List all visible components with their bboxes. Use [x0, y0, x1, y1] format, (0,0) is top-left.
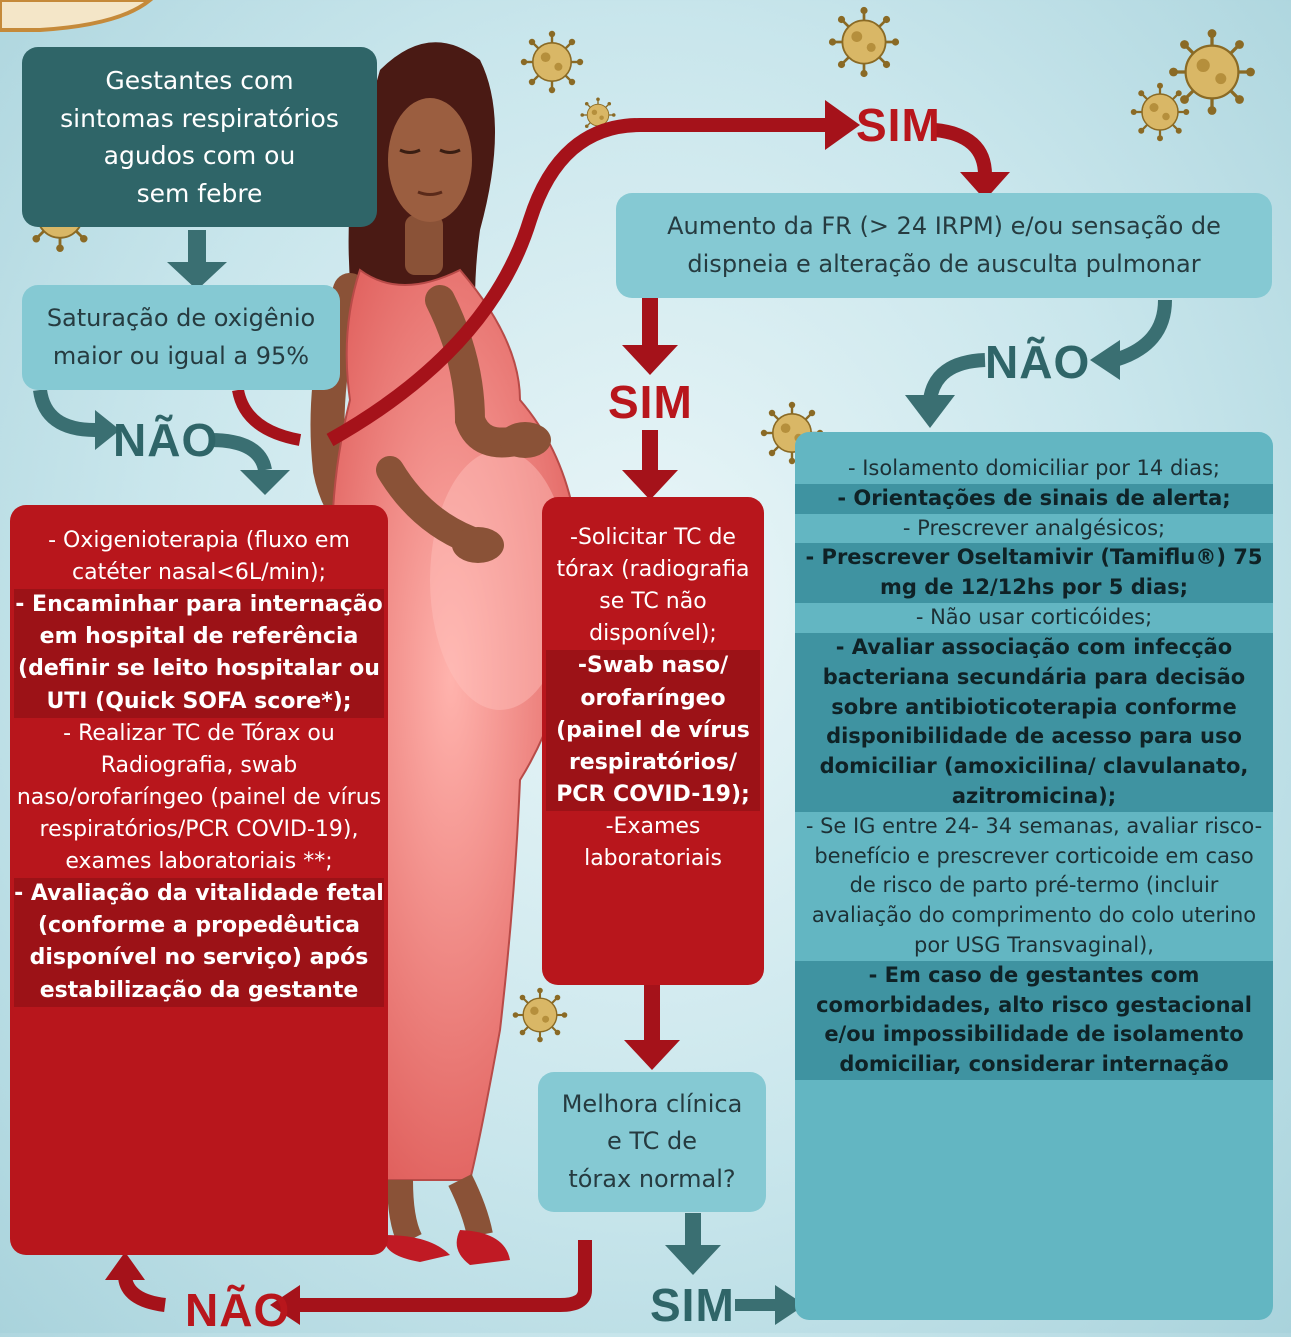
improvement-line: e TC de — [607, 1123, 697, 1160]
virus-icon — [513, 988, 568, 1043]
exams-item: -Solicitar TC de tórax (radiografia se T… — [546, 522, 760, 650]
saturation-box: Saturação de oxigênio maior ou igual a 9… — [22, 285, 340, 390]
corner-badge — [0, 0, 150, 30]
label-nao-right: NÃO — [985, 335, 1090, 389]
improvement-line: Melhora clínica — [562, 1086, 743, 1123]
home-care-item: - Em caso de gestantes com comorbidades,… — [795, 961, 1273, 1080]
home-care-box: - Isolamento domiciliar por 14 dias;- Or… — [795, 432, 1273, 1320]
label-nao-bottom: NÃO — [185, 1283, 290, 1337]
virus-icon — [1131, 83, 1190, 142]
hospital-item: - Realizar TC de Tórax ou Radiografia, s… — [14, 718, 384, 879]
home-care-item: - Prescrever analgésicos; — [795, 514, 1273, 544]
virus-icon — [521, 31, 583, 93]
improvement-line: tórax normal? — [568, 1161, 735, 1198]
label-sim-middle: SIM — [608, 375, 693, 429]
virus-icon — [1169, 29, 1255, 115]
label-nao-left: NÃO — [113, 413, 218, 467]
start-line: sem febre — [137, 175, 263, 213]
start-line: agudos com ou — [104, 137, 296, 175]
hospital-item: - Encaminhar para internação em hospital… — [14, 589, 384, 717]
saturation-line: maior ou igual a 95% — [53, 338, 309, 375]
fr-box: Aumento da FR (> 24 IRPM) e/ou sensação … — [616, 193, 1272, 298]
virus-icon — [829, 7, 899, 77]
exams-item: -Swab naso/ orofaríngeo (painel de vírus… — [546, 650, 760, 811]
improvement-box: Melhora clínica e TC de tórax normal? — [538, 1072, 766, 1212]
fr-line: dispneia e alteração de ausculta pulmona… — [687, 246, 1200, 283]
label-sim-bottom: SIM — [650, 1278, 735, 1332]
label-sim-top: SIM — [856, 98, 941, 152]
home-care-item: - Não usar corticóides; — [795, 603, 1273, 633]
exams-box: -Solicitar TC de tórax (radiografia se T… — [542, 497, 764, 985]
fr-line: Aumento da FR (> 24 IRPM) e/ou sensação … — [667, 208, 1221, 245]
saturation-line: Saturação de oxigênio — [47, 300, 315, 337]
start-box: Gestantes com sintomas respiratórios agu… — [22, 47, 377, 227]
start-line: Gestantes com — [105, 62, 293, 100]
exams-item: -Exames laboratoriais — [546, 811, 760, 875]
hospital-item: - Oxigenioterapia (fluxo em catéter nasa… — [14, 525, 384, 589]
home-care-item: - Se IG entre 24- 34 semanas, avaliar ri… — [795, 812, 1273, 961]
hospital-box: - Oxigenioterapia (fluxo em catéter nasa… — [10, 505, 388, 1255]
home-care-item: - Avaliar associação com infecção bacter… — [795, 633, 1273, 812]
home-care-item: - Isolamento domiciliar por 14 dias; — [795, 454, 1273, 484]
home-care-item: - Orientações de sinais de alerta; — [795, 484, 1273, 514]
home-care-item: - Prescrever Oseltamivir (Tamiflu®) 75 m… — [795, 543, 1273, 603]
hospital-item: - Avaliação da vitalidade fetal (conform… — [14, 878, 384, 1006]
start-line: sintomas respiratórios — [60, 100, 339, 138]
